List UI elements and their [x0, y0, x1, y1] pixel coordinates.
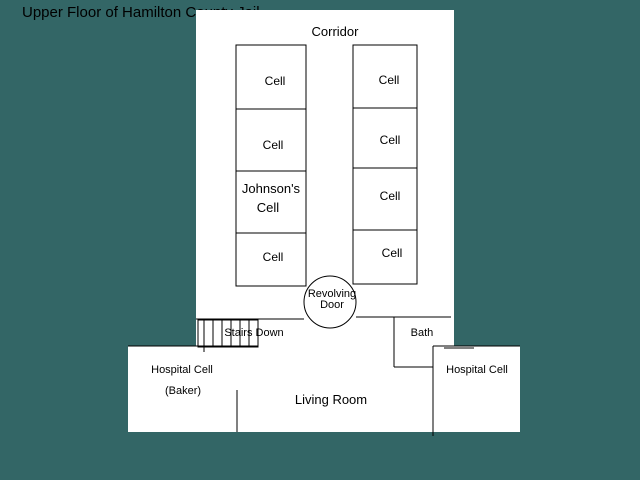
stairs-down-label: Stairs Down — [224, 327, 283, 339]
cell-label: Cell — [263, 250, 284, 264]
right-cell-block — [352, 44, 418, 285]
upper-floor-area — [196, 10, 454, 346]
cell-label: Cell — [382, 246, 403, 260]
lower-wing-area — [128, 346, 520, 432]
corridor-label: Corridor — [312, 24, 360, 39]
living-room-label: Living Room — [295, 392, 367, 407]
cell-label: Cell — [263, 138, 284, 152]
cell-label: Cell — [379, 73, 400, 87]
cell-label: Cell — [380, 133, 401, 147]
hospital-cell-label-left: Hospital Cell — [151, 364, 213, 376]
revolving-door — [303, 275, 357, 329]
cell-label: Cell — [380, 189, 401, 203]
johnsons-cell-label-line2: Cell — [257, 200, 280, 215]
johnsons-cell-label-line1: Johnson's — [242, 181, 301, 196]
hospital-cell-label-right: Hospital Cell — [446, 364, 508, 376]
stairs — [197, 319, 259, 348]
revolving-door-label-line1: Revolving — [308, 288, 356, 300]
bath-label: Bath — [411, 327, 434, 339]
revolving-door-label-line2: Door — [320, 299, 344, 311]
hospital-cell-occupant-label: (Baker) — [165, 385, 201, 397]
cell-label: Cell — [265, 74, 286, 88]
left-cell-block — [235, 44, 307, 287]
